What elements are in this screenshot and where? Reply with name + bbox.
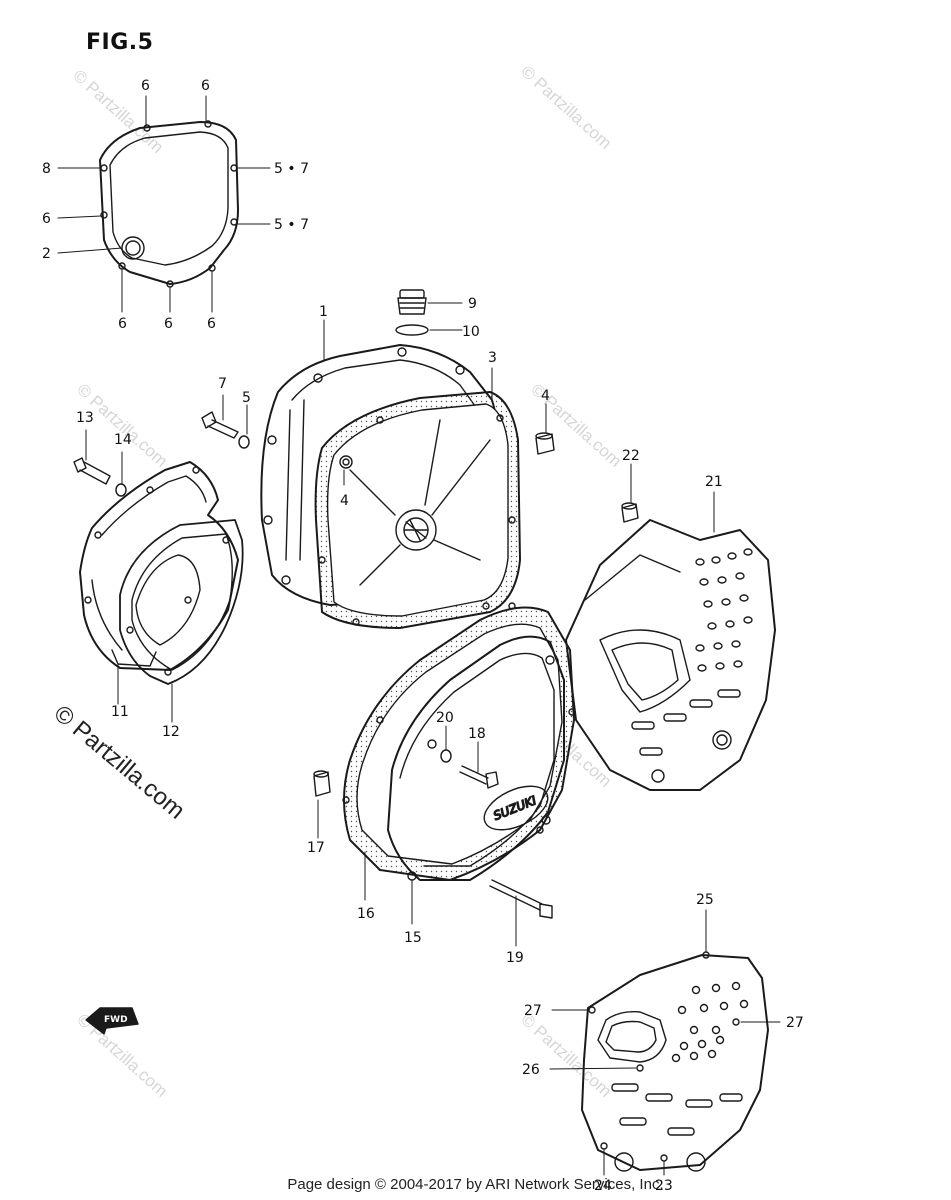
figure-title: FIG.5 [86,30,154,55]
callout-6: 6 [164,316,173,332]
forward-arrow-icon [85,1007,139,1035]
callout-6: 6 [141,78,150,94]
generator-cover-gasket [119,519,244,685]
sprocket-guard-plate [581,951,769,1172]
callout-27: 27 [786,1015,804,1031]
callout-6: 6 [207,316,216,332]
callout-4: 4 [541,388,550,404]
washer [115,483,127,497]
callout-4: 4 [340,493,349,509]
generator-cover [79,461,239,671]
o-ring [395,324,429,336]
callout-21: 21 [705,474,723,490]
copyright-footer: Page design © 2004-2017 by ARI Network S… [287,1176,664,1193]
callout-27: 27 [524,1003,542,1019]
callout-14: 14 [114,432,132,448]
dowel-pin [313,770,331,797]
crankcase-guard [565,519,776,791]
callout-18: 18 [468,726,486,742]
callout-2: 2 [42,246,51,262]
callout-8: 8 [42,161,51,177]
callout-9: 9 [468,296,477,312]
callout-13: 13 [76,410,94,426]
callout-6: 6 [118,316,127,332]
callout-20: 20 [436,710,454,726]
oil-filler-cap [397,289,427,315]
washer [238,435,250,449]
callout-22: 22 [622,448,640,464]
callout-5-7: 5 • 7 [274,217,309,233]
callout-16: 16 [357,906,375,922]
starter-cover-gasket [342,602,576,881]
bolt [459,765,499,789]
callout-10: 10 [462,324,480,340]
dowel-pin [535,432,555,455]
leader-lines-gasket [57,95,271,313]
callout-5-7: 5 • 7 [274,161,309,177]
bolt [73,457,111,485]
callout-25: 25 [696,892,714,908]
callout-6: 6 [201,78,210,94]
bolt [489,879,553,919]
callout-7: 7 [218,376,227,392]
callout-23: 23 [655,1178,673,1194]
fwd-label: FWD [104,1015,128,1025]
callout-15: 15 [404,930,422,946]
callout-3: 3 [488,350,497,366]
bolt [201,411,239,439]
callout-17: 17 [307,840,325,856]
callout-19: 19 [506,950,524,966]
dowel-pin [621,502,639,523]
clutch-cover-gasket [314,391,521,629]
callout-24: 24 [594,1178,612,1194]
callout-5: 5 [242,390,251,406]
callout-6: 6 [42,211,51,227]
callout-12: 12 [162,724,180,740]
callout-11: 11 [111,704,129,720]
callout-labels: 6 6 8 5 • 7 6 5 • 7 2 6 6 6 9 10 1 3 7 5… [42,78,804,1194]
callout-1: 1 [319,304,328,320]
gasket-clutch-cover [99,120,239,288]
callout-26: 26 [522,1062,540,1078]
